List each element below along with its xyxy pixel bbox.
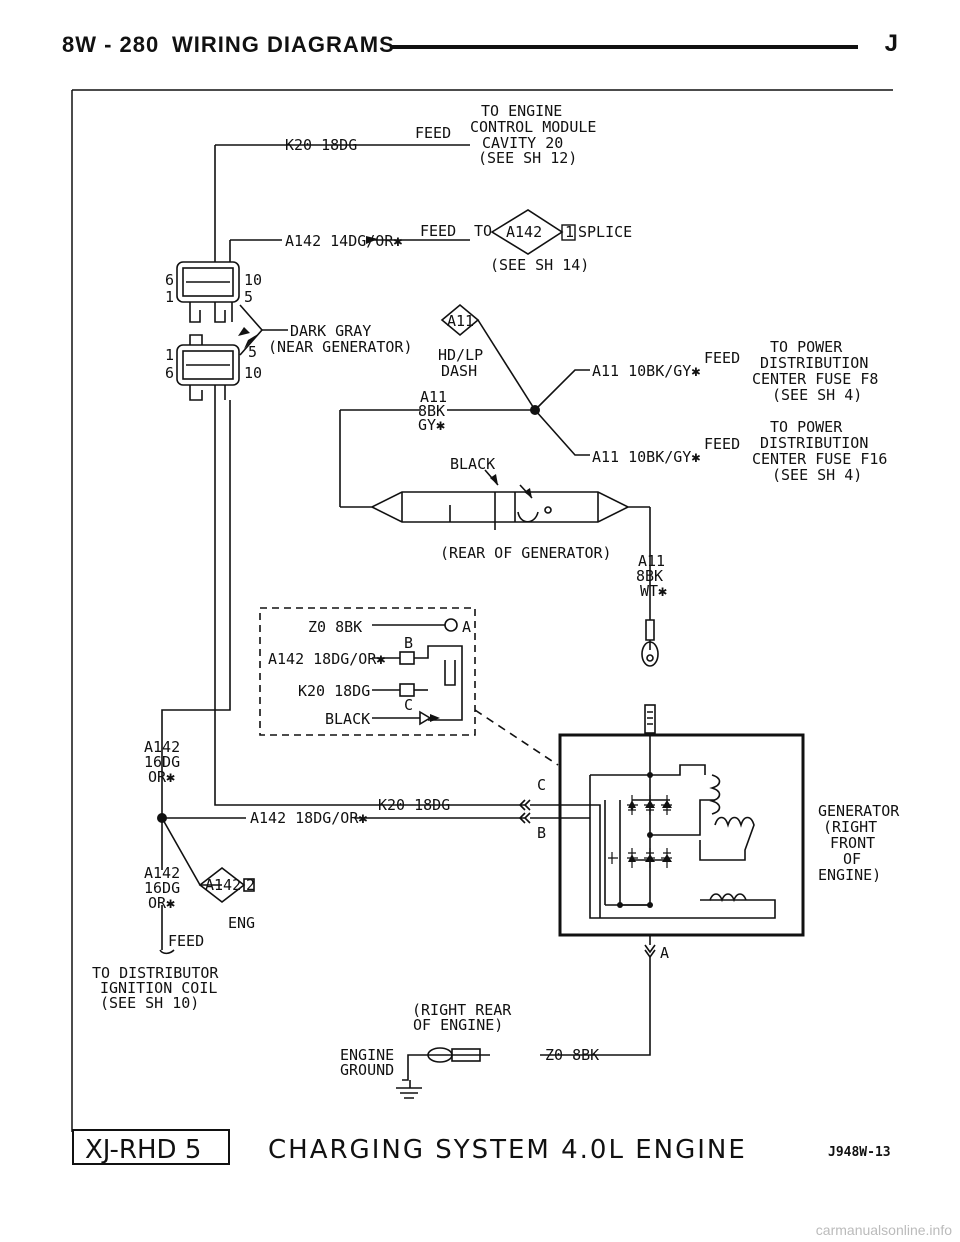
lbl-to-power-1: TO POWER <box>770 338 843 356</box>
lbl-a11-8bk-3: WT✱ <box>640 582 667 600</box>
lbl-pin-1-top: 1 <box>165 288 174 306</box>
lbl-see-sh-12: (SEE SH 12) <box>478 149 577 167</box>
lbl-gen-c: C <box>537 776 546 794</box>
lbl-k20-top: K20 18DG <box>285 136 357 154</box>
lbl-pin-a: A <box>462 618 471 636</box>
lbl-to-distributor: TO DISTRIBUTOR <box>92 964 219 982</box>
lbl-to-power-2: TO POWER <box>770 418 843 436</box>
lbl-splice-id: A142 <box>506 223 542 241</box>
lbl-pin-5-bot: 5 <box>248 343 257 361</box>
lbl-feed-1: FEED <box>415 124 451 142</box>
lbl-front: FRONT <box>830 834 875 852</box>
lbl-right-rear: (RIGHT REAR <box>412 1001 512 1019</box>
lbl-see-sh-14: (SEE SH 14) <box>490 256 589 274</box>
lbl-a142-16dg-b2: 16DG <box>144 879 180 897</box>
lbl-z0-8bk-conn: Z0 8BK <box>308 618 362 636</box>
section-title: WIRING DIAGRAMS <box>172 32 395 57</box>
lbl-splice2-id: A142 <box>205 876 241 894</box>
lbl-pin-c: C <box>404 696 413 714</box>
lbl-dark-gray: DARK GRAY <box>290 322 371 340</box>
lbl-feed-3: FEED <box>704 349 740 367</box>
lbl-pin-5-top: 5 <box>244 288 253 306</box>
lbl-engine: ENGINE <box>340 1046 394 1064</box>
lbl-near-generator: (NEAR GENERATOR) <box>268 338 413 356</box>
lbl-feed-4: FEED <box>704 435 740 453</box>
watermark: carmanualsonline.info <box>815 1222 952 1238</box>
ring-terminal <box>641 641 659 667</box>
generator-box <box>558 733 805 937</box>
lbl-distribution-1: DISTRIBUTION <box>760 354 868 372</box>
lbl-a11-10bk-1: A11 10BK/GY✱ <box>592 362 700 380</box>
lbl-k20-18dg-conn: K20 18DG <box>298 682 370 700</box>
header-rule <box>392 45 858 49</box>
lbl-gy: GY✱ <box>418 416 445 434</box>
lbl-pin-6-top: 6 <box>165 271 174 289</box>
lbl-a142-16dg-b1: A142 <box>144 864 180 882</box>
lbl-a142-16dg-1: A142 <box>144 738 180 756</box>
lbl-a11-wire: A11 <box>420 388 447 406</box>
lbl-gen-b: B <box>537 824 546 842</box>
lbl-ground: GROUND <box>340 1061 394 1079</box>
lbl-pin-b: B <box>404 634 413 652</box>
lbl-a142-gen: A142 18DG/OR✱ <box>250 809 367 827</box>
lbl-8bk: 8BK <box>418 402 445 420</box>
lbl-dash: DASH <box>441 362 477 380</box>
footer-code: J948W-13 <box>828 1145 891 1160</box>
lbl-to: TO <box>474 222 492 240</box>
lbl-z0-8bk-gnd: Z0 8BK <box>545 1046 599 1064</box>
lbl-rear-of-generator: (REAR OF GENERATOR) <box>440 544 612 562</box>
lbl-ignition-coil: IGNITION COIL <box>100 979 217 997</box>
lbl-center-fuse-f16: CENTER FUSE F16 <box>752 450 887 468</box>
connector-top-body <box>176 261 240 303</box>
lbl-a11-diamond: A11 <box>447 312 474 330</box>
lbl-a11-8bk-1: A11 <box>638 552 665 570</box>
lbl-hd-lp: HD/LP <box>438 346 483 364</box>
lbl-gen-a: A <box>660 944 669 962</box>
lbl-eng: ENG <box>228 914 255 932</box>
lbl-a142-14dg: A142 14DG/OR✱ <box>285 232 402 250</box>
lbl-see-sh-4b: (SEE SH 4) <box>772 466 862 484</box>
lbl-engine-close: ENGINE) <box>818 866 881 884</box>
lbl-a142-16dg-2: 16DG <box>144 753 180 771</box>
lbl-distribution-2: DISTRIBUTION <box>760 434 868 452</box>
lbl-k20-gen: K20 18DG <box>378 796 450 814</box>
lbl-feed-5: FEED <box>168 932 204 950</box>
lbl-a142-16dg-b3: OR✱ <box>148 894 175 912</box>
lbl-a11-8bk-2: 8BK <box>636 567 663 585</box>
lbl-of-engine: OF ENGINE) <box>413 1016 503 1034</box>
lbl-of: OF <box>843 850 861 868</box>
lbl-control-module: CONTROL MODULE <box>470 118 596 136</box>
lbl-splice-num: 1 <box>565 223 574 241</box>
lbl-center-fuse-f8: CENTER FUSE F8 <box>752 370 878 388</box>
lbl-a142-16dg-3: OR✱ <box>148 768 175 786</box>
lbl-pin-10-bot: 10 <box>244 364 262 382</box>
generator-connector-dashed <box>259 607 476 736</box>
page-number: 8W - 280 <box>62 32 160 57</box>
lbl-generator: GENERATOR <box>818 802 900 820</box>
splice-dot-a11 <box>530 405 540 415</box>
footer-model-box <box>72 1129 230 1165</box>
lbl-see-sh-4a: (SEE SH 4) <box>772 386 862 404</box>
lbl-splice-word: SPLICE <box>578 223 632 241</box>
lbl-black-conn: BLACK <box>325 710 370 728</box>
lbl-right: (RIGHT <box>823 818 877 836</box>
footer-title: CHARGING SYSTEM 4.0L ENGINE <box>268 1135 747 1165</box>
lbl-a142-18dg-conn: A142 18DG/OR✱ <box>268 650 385 668</box>
lbl-pin-1-bot: 1 <box>165 346 174 364</box>
lbl-to-engine: TO ENGINE <box>481 102 562 120</box>
lbl-pin-10-top: 10 <box>244 271 262 289</box>
header-letter: J <box>884 30 898 57</box>
lbl-black: BLACK <box>450 455 495 473</box>
lbl-pin-6-bot: 6 <box>165 364 174 382</box>
footer-model: XJ-RHD 5 <box>85 1135 201 1165</box>
connector-bottom-body <box>176 344 240 386</box>
lbl-a11-10bk-2: A11 10BK/GY✱ <box>592 448 700 466</box>
lbl-cavity-20: CAVITY 20 <box>482 134 563 152</box>
page-header: 8W - 280 WIRING DIAGRAMS J <box>62 30 898 66</box>
lbl-splice2-num: 2 <box>246 876 255 894</box>
splice-dot-a142 <box>157 813 167 823</box>
lbl-feed-2: FEED <box>420 222 456 240</box>
lbl-see-sh-10: (SEE SH 10) <box>100 994 199 1012</box>
